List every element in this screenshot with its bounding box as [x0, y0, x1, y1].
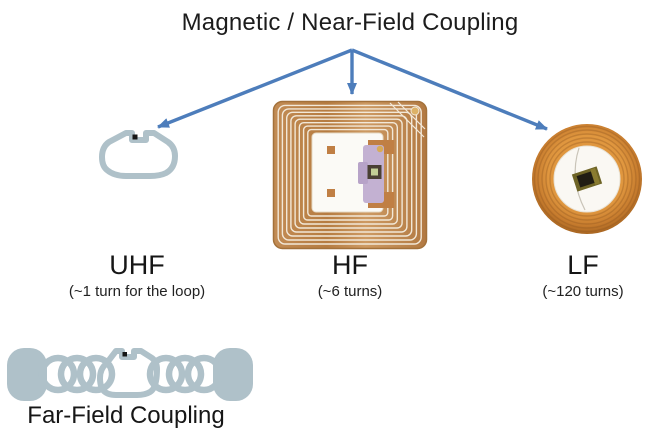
arrow-to-uhf: [157, 48, 353, 129]
hf-square-coil-antenna-icon: [272, 100, 428, 250]
uhf-label: UHF: [109, 250, 165, 280]
dipole-chip: [122, 352, 127, 357]
dipole-left-pad: [7, 348, 47, 401]
hf-corner-pad: [410, 106, 420, 116]
uhf-sublabel: (~1 turn for the loop): [68, 283, 206, 300]
uhf-loop-antenna-icon: [99, 130, 178, 179]
page-title: Magnetic / Near-Field Coupling: [181, 9, 519, 36]
dipole-center-loop: [97, 348, 160, 398]
dipole-left-meander: [38, 354, 116, 394]
hf-label-group: HF (~6 turns): [250, 251, 450, 301]
hf-label: HF: [332, 250, 368, 280]
uhf-chip: [132, 134, 138, 140]
dipole-right-meander: [146, 354, 224, 394]
lf-chip: [571, 166, 603, 192]
far-field-label: Far-Field Coupling: [27, 402, 225, 429]
arrow-to-lf: [351, 48, 548, 131]
hf-via-pad-bottom: [327, 189, 335, 197]
lf-sublabel: (~120 turns): [542, 283, 624, 300]
hf-chip-module: [358, 140, 394, 208]
hf-via-pad-top: [327, 146, 335, 154]
lf-label: LF: [567, 250, 599, 280]
lf-label-group: LF (~120 turns): [483, 251, 660, 301]
dipole-right-pad: [213, 348, 253, 401]
uhf-label-group: UHF (~1 turn for the loop): [37, 251, 237, 301]
hf-sublabel: (~6 turns): [317, 283, 383, 300]
lf-round-coil-antenna-icon: [532, 124, 642, 234]
far-field-meander-dipole-antenna-icon: [7, 348, 253, 401]
